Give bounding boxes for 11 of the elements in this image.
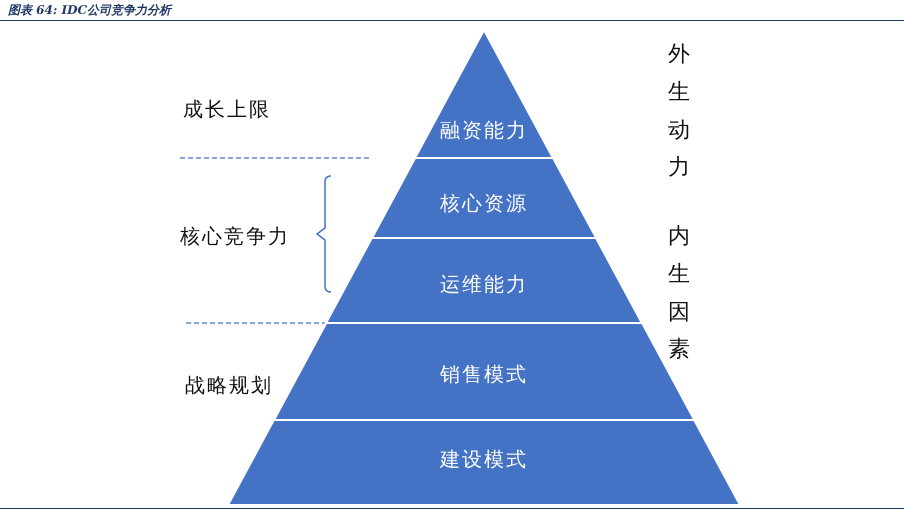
level-label: 成长上限 (183, 96, 271, 123)
layer-label: 销售模式 (438, 361, 529, 388)
side-label: 外生动力 (668, 41, 690, 182)
layer-label: 运维能力 (438, 271, 529, 298)
layer-label: 核心资源 (438, 190, 529, 217)
side-label: 内生因素 (668, 223, 690, 364)
level-label: 核心竞争力 (180, 223, 290, 250)
layer-label: 建设模式 (438, 446, 529, 473)
figure-title: 图表 64: IDC公司竞争力分析 (8, 2, 172, 19)
layer-label: 融资能力 (438, 117, 529, 144)
level-label: 战略规划 (185, 372, 273, 399)
